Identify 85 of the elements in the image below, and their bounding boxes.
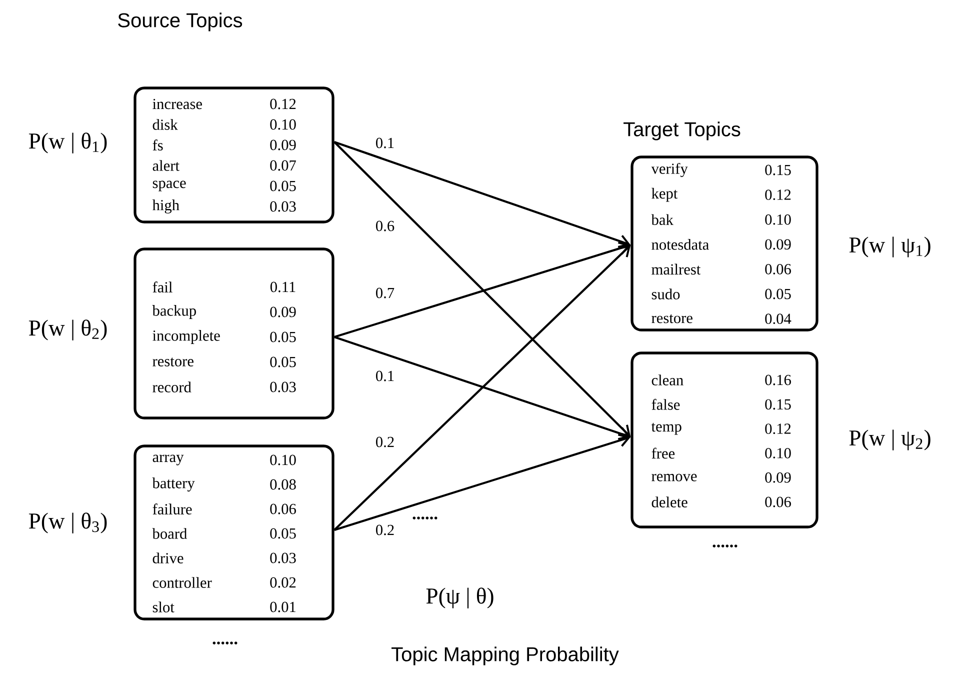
probability-value: 0.05: [270, 528, 296, 539]
probability-value: 0.15: [765, 399, 791, 410]
probability-value: 0.03: [270, 552, 296, 564]
topic-word: temp: [651, 422, 682, 435]
arrow: [334, 141, 631, 437]
probability-value: 0.05: [270, 180, 296, 192]
edge-label: 0.7: [374, 286, 396, 300]
probability-value: 0.08: [270, 479, 296, 490]
topic-word: failure: [152, 504, 192, 514]
probability-value: 0.12: [765, 190, 791, 200]
topic-word: record: [152, 382, 192, 392]
topic-word: kept: [652, 188, 678, 202]
probability-value: 0.09: [765, 472, 791, 483]
edge-label: 0.2: [374, 523, 396, 537]
probability-value: 0.07: [270, 160, 296, 171]
edge-label: 0.2: [374, 435, 396, 449]
topic-word: restore: [152, 358, 194, 366]
distribution-label: P(w | ψ$_{2}$): [849, 430, 930, 450]
topic-word: mailrest: [652, 264, 701, 275]
heading-text: Source Topics: [118, 12, 242, 32]
edge-label: 0.6: [374, 219, 396, 233]
probability-value: 0.03: [270, 201, 296, 212]
topic-word: restore: [652, 314, 692, 324]
arrow: [334, 244, 631, 531]
probability-value: 0.09: [765, 239, 791, 250]
topic-word: space: [152, 180, 186, 192]
heading-text: Topic Mapping Probability: [392, 646, 619, 666]
ellipsis: ......: [212, 642, 238, 644]
arrow: [334, 140, 631, 248]
topic-word: bak: [651, 214, 674, 225]
probability-value: 0.09: [270, 140, 296, 150]
topic-word: controller: [152, 577, 212, 588]
topic-word: delete: [652, 496, 688, 508]
probability-value: 0.03: [270, 382, 296, 392]
probability-value: 0.02: [270, 577, 296, 588]
topic-word: array: [152, 454, 184, 466]
probability-value: 0.16: [765, 374, 791, 386]
distribution-label: P(w | θ$_{1}$): [28, 132, 107, 154]
probability-value: 0.11: [270, 282, 296, 292]
formula-label: P(ψ | θ): [426, 588, 494, 608]
probability-value: 0.10: [270, 119, 296, 130]
probability-value: 0.05: [270, 332, 296, 342]
ellipsis: ......: [412, 516, 438, 520]
probability-value: 0.09: [270, 306, 296, 318]
probability-value: 0.06: [765, 496, 791, 508]
distribution-label: P(w | θ$_{2}$): [28, 320, 107, 340]
topic-word: slot: [152, 602, 174, 612]
topic-word: remove: [652, 474, 697, 482]
edge-label: 0.1: [374, 369, 396, 383]
topic-word: backup: [152, 305, 196, 319]
topic-word: board: [152, 528, 187, 539]
arrow: [334, 336, 631, 440]
arrow: [334, 242, 631, 338]
probability-value: 0.06: [765, 264, 791, 274]
topic-word: false: [652, 398, 680, 410]
topic-word: battery: [152, 478, 195, 492]
probability-value: 0.05: [270, 356, 296, 368]
topic-word: verify: [651, 162, 688, 178]
probability-value: 0.10: [270, 454, 296, 466]
probability-value: 0.10: [765, 214, 791, 225]
topic-word: disk: [152, 119, 178, 130]
topic-word: alert: [152, 160, 180, 171]
topic-word: high: [152, 200, 180, 214]
topic-word: sudo: [652, 288, 680, 300]
probability-value: 0.10: [765, 448, 791, 458]
topic-word: notesdata: [652, 239, 709, 250]
topic-word: drive: [152, 552, 184, 564]
topic-word: fs: [152, 140, 163, 150]
ellipsis: ......: [712, 544, 738, 548]
topic-word: increase: [152, 98, 202, 110]
distribution-label: P(w | ψ$_{1}$): [849, 236, 930, 258]
distribution-label: P(w | θ$_{3}$): [28, 512, 107, 534]
probability-value: 0.06: [270, 504, 296, 514]
probability-value: 0.12: [270, 98, 296, 110]
topic-word: clean: [652, 374, 684, 386]
topic-word: free: [652, 448, 675, 459]
arrow: [334, 434, 631, 532]
probability-value: 0.12: [765, 424, 791, 434]
probability-value: 0.15: [765, 164, 791, 176]
probability-value: 0.05: [765, 288, 791, 300]
edge-label: 0.1: [374, 136, 396, 150]
topic-word: fail: [152, 282, 172, 292]
probability-value: 0.01: [270, 602, 296, 612]
probability-value: 0.04: [765, 314, 792, 324]
topic-word: incomplete: [152, 330, 220, 344]
